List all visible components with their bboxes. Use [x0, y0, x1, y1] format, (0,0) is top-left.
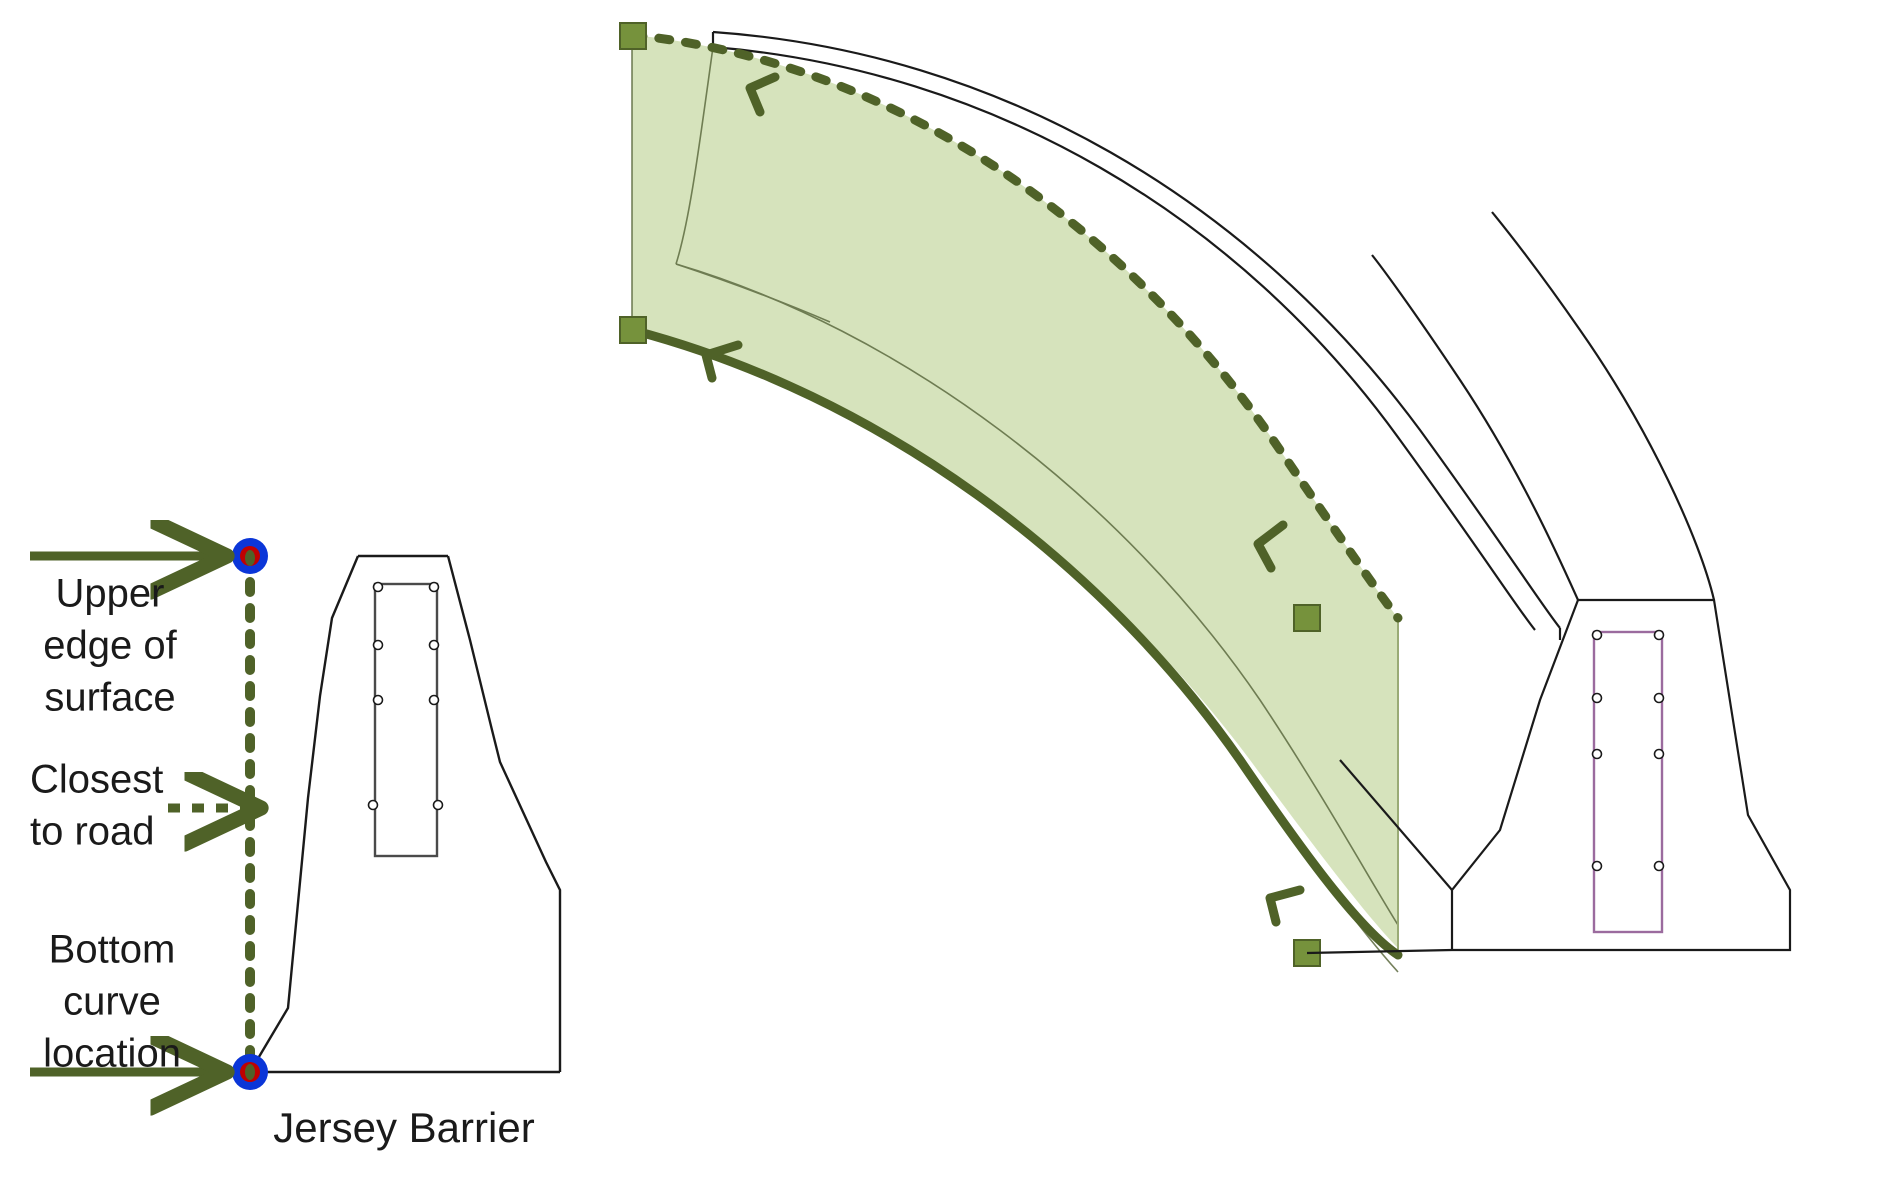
upper-edge-direction-arrow-right — [1253, 520, 1288, 573]
jersey-barrier-cross-section-panel: Upper edge of surface Closest to road Bo… — [30, 538, 562, 1151]
upper-edge-label: Upper edge of surface — [43, 572, 177, 720]
bottom-curve-label-line-2: curve — [63, 980, 161, 1024]
barrier-end-profile — [1306, 211, 1792, 955]
selection-handle-bottom-left[interactable] — [619, 316, 647, 344]
jersey-barrier-profile — [248, 554, 562, 1074]
upper-edge-direction-arrow-left — [745, 72, 780, 117]
upper-edge-label-line-3: surface — [44, 676, 175, 720]
curved-barrier-3d-view — [619, 22, 1792, 973]
upper-edge-of-surface-curve — [627, 30, 1403, 623]
closest-to-road-label-line-1: Closest — [30, 758, 163, 802]
closest-to-road-label: Closest to road — [30, 758, 163, 854]
closest-to-road-label-line-2: to road — [30, 810, 155, 854]
bottom-curve-label-line-3: location — [43, 1032, 181, 1076]
rebar-dots-left — [367, 581, 444, 811]
bottom-curve-location-curve — [627, 325, 1403, 960]
barrier-body-outline — [711, 30, 1562, 640]
bottom-edge-direction-arrow-right — [1265, 885, 1305, 927]
upper-edge-label-line-1: Upper — [56, 572, 165, 616]
rebar-dots — [1591, 629, 1665, 872]
rebar-cage-outline — [1592, 630, 1664, 934]
bottom-curve-label: Bottom curve location — [43, 928, 181, 1076]
upper-edge-marker[interactable] — [232, 538, 268, 574]
bottom-curve-label-line-1: Bottom — [49, 928, 176, 972]
bottom-curve-marker[interactable] — [232, 1054, 268, 1090]
upper-edge-label-line-2: edge of — [43, 624, 177, 668]
selection-handle-top-right[interactable] — [1293, 604, 1321, 632]
rebar-cage-outline-left — [373, 582, 439, 858]
jersey-barrier-caption: Jersey Barrier — [273, 1104, 534, 1151]
swept-surface — [632, 35, 1398, 948]
bottom-edge-direction-arrow-left — [701, 340, 743, 383]
selection-handle-top-left[interactable] — [619, 22, 647, 50]
